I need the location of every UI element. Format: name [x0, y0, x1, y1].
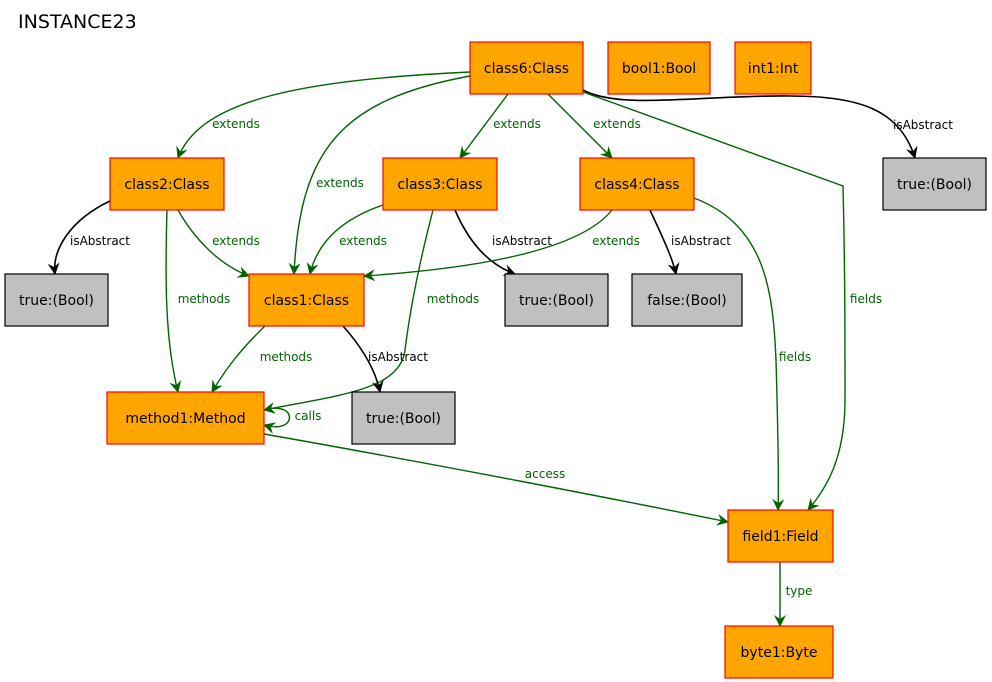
edge-label-calls: calls	[295, 409, 322, 423]
node-field1: field1:Field	[727, 509, 834, 563]
edge-label-extends: extends	[493, 117, 541, 131]
node-label: class3:Class	[397, 177, 482, 193]
node-box	[607, 41, 711, 95]
edge-access-arrow	[263, 433, 729, 526]
node-label: true:(Bool)	[366, 411, 441, 427]
edge-extends-arrow	[177, 209, 250, 278]
edge-label-isabstract: isAbstract	[671, 234, 731, 248]
node-label: true:(Bool)	[19, 293, 94, 309]
edge-label-methods: methods	[178, 292, 231, 306]
node-true-d: true:(Bool)	[351, 391, 456, 445]
edge-fields-arrow	[582, 91, 846, 511]
node-label: int1:Int	[748, 61, 799, 77]
node-label: true:(Bool)	[519, 293, 594, 309]
node-class3: class3:Class	[382, 157, 498, 211]
node-box	[109, 157, 225, 211]
node-box	[469, 41, 584, 95]
edge-labels-layer: extends extends extends extends isAbstract fi…	[70, 117, 953, 598]
edges-layer	[47, 71, 918, 627]
edge-extends-arrow	[363, 209, 613, 282]
node-box	[504, 273, 609, 327]
node-label: byte1:Byte	[741, 645, 818, 661]
edge-isabstract-arrow	[649, 209, 680, 275]
node-box	[382, 157, 498, 211]
edge-methods-arrow	[263, 209, 434, 414]
node-class6: class6:Class	[469, 41, 584, 95]
node-box	[4, 273, 109, 327]
node-box	[727, 509, 834, 563]
node-method1: method1:Method	[106, 391, 265, 445]
node-box	[351, 391, 456, 445]
edge-extends-arrow	[459, 93, 509, 159]
edge-label-extends: extends	[212, 234, 260, 248]
node-int1: int1:Int	[734, 41, 812, 95]
edge-label-fields: fields	[779, 350, 811, 364]
diagram-title: INSTANCE23	[18, 11, 137, 33]
edge-label-isabstract: isAbstract	[893, 118, 953, 132]
node-label: field1:Field	[742, 529, 818, 545]
node-label: class1:Class	[264, 293, 349, 309]
edge-isabstract-arrow	[582, 89, 918, 159]
node-box	[106, 391, 265, 445]
node-label: class4:Class	[594, 177, 679, 193]
nodes-layer: class6:Class bool1:Bool int1:Int true:(Bool…	[4, 41, 987, 679]
node-true-b: true:(Bool)	[4, 273, 109, 327]
edge-fields-arrow	[693, 197, 785, 511]
edge-label-methods: methods	[260, 350, 313, 364]
edge-isabstract-arrow	[454, 209, 516, 276]
node-box	[724, 625, 834, 679]
node-label: true:(Bool)	[897, 177, 972, 193]
node-byte1: byte1:Byte	[724, 625, 834, 679]
edge-label-extends: extends	[212, 117, 260, 131]
edge-label-isabstract: isAbstract	[368, 350, 428, 364]
node-label: method1:Method	[125, 411, 245, 427]
edge-calls-arrow	[263, 407, 290, 434]
node-false-a: false:(Bool)	[631, 273, 743, 327]
node-label: class6:Class	[484, 61, 569, 77]
node-box	[631, 273, 743, 327]
edge-label-extends: extends	[593, 117, 641, 131]
edge-label-type: type	[786, 584, 813, 598]
edge-label-extends: extends	[592, 234, 640, 248]
edge-extends-arrow	[306, 204, 384, 275]
node-label: class2:Class	[124, 177, 209, 193]
edge-label-isabstract: isAbstract	[492, 234, 552, 248]
edge-extends-arrow	[176, 71, 471, 159]
edge-extends-arrow	[547, 93, 613, 159]
node-class2: class2:Class	[109, 157, 225, 211]
node-box	[734, 41, 812, 95]
node-label: bool1:Bool	[622, 61, 696, 77]
edge-methods-arrow	[211, 325, 266, 393]
edge-methods-arrow	[165, 209, 182, 393]
node-label: false:(Bool)	[647, 293, 727, 309]
node-box	[248, 273, 365, 327]
edge-label-fields: fields	[850, 292, 882, 306]
edge-label-isabstract: isAbstract	[70, 234, 130, 248]
node-bool1: bool1:Bool	[607, 41, 711, 95]
edge-isabstract-arrow	[342, 325, 384, 393]
node-class4: class4:Class	[579, 157, 695, 211]
node-box	[579, 157, 695, 211]
edge-label-access: access	[525, 467, 565, 481]
edge-extends-arrow	[288, 75, 471, 275]
edge-label-extends: extends	[316, 176, 364, 190]
node-true-c: true:(Bool)	[504, 273, 609, 327]
edge-label-extends: extends	[339, 234, 387, 248]
node-true-a: true:(Bool)	[882, 157, 987, 211]
node-box	[882, 157, 987, 211]
edge-label-methods: methods	[427, 292, 480, 306]
edge-isabstract-arrow	[47, 200, 111, 275]
node-class1: class1:Class	[248, 273, 365, 327]
